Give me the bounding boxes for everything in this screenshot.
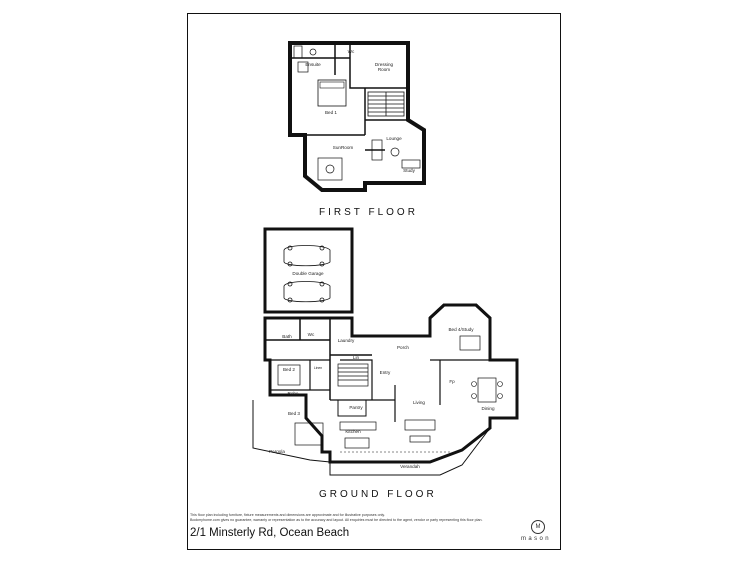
first-floor-label: FIRST FLOOR (319, 207, 418, 218)
room-wc-first: Wc (348, 49, 355, 54)
room-bed1: Bed 1 (325, 110, 337, 115)
room-pergola: Pergola (269, 449, 285, 454)
room-fp: Fp (449, 379, 455, 384)
room-double-garage: Double Garage (292, 271, 324, 276)
ground-floor-label: GROUND FLOOR (319, 489, 437, 500)
brand-logo-letter: M (535, 524, 541, 530)
room-verandah: Verandah (400, 464, 420, 469)
room-wc-ground: Wc (308, 332, 315, 337)
room-living: Living (413, 400, 425, 405)
room-dressing-room: Room (378, 67, 390, 72)
room-dining: Dining (481, 406, 494, 411)
room-dressing: Dressing (375, 62, 394, 67)
disclaimer-line-2: Bookmyhome.com gives no guarantee, warra… (190, 518, 483, 522)
disclaimer: This floor plan including furniture, fix… (190, 513, 520, 523)
room-ensuite: Ensuite (305, 62, 321, 67)
room-lounge: Lounge (386, 136, 402, 141)
room-bed4: Bed 4/Study (448, 327, 474, 332)
room-laundry: Laundry (338, 338, 355, 343)
plan-frame (187, 13, 561, 550)
room-bed2: Bed 2 (283, 367, 295, 372)
room-entry: Entry (380, 370, 391, 375)
room-bath: Bath (282, 334, 292, 339)
brand-logo-icon: M (531, 520, 545, 534)
first-floor-plan (288, 41, 426, 192)
room-porch: Porch (397, 345, 409, 350)
property-address: 2/1 Minsterly Rd, Ocean Beach (190, 527, 350, 539)
room-linen: Linen (314, 366, 322, 370)
room-robe: Robe (288, 391, 299, 396)
room-sunroom: SunRoom (333, 145, 354, 150)
brand-name: mason (521, 536, 552, 542)
room-bed3: Bed 3 (288, 411, 300, 416)
ground-floor-plan (252, 227, 519, 476)
disclaimer-line-1: This floor plan including furniture, fix… (190, 513, 385, 517)
room-study: Study (403, 168, 415, 173)
room-kitchen: Kitchen (345, 429, 361, 434)
room-pantry: Pantry (349, 405, 363, 410)
room-lin: Lin (353, 355, 360, 360)
